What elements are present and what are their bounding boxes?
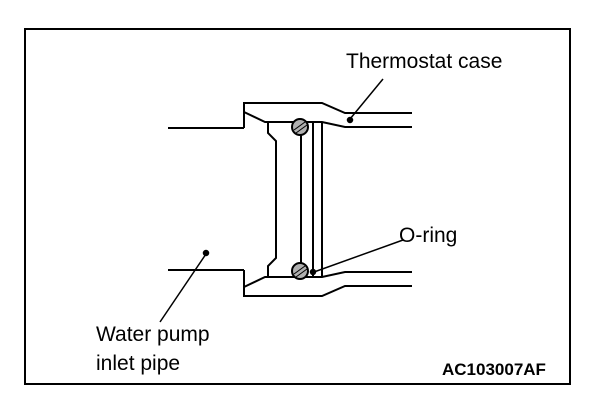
water-pump-label-line2: inlet pipe (96, 352, 181, 375)
o-ring-bottom (291, 262, 309, 280)
o-ring-label: O-ring (399, 224, 458, 247)
leader-o-ring (313, 239, 404, 273)
water-pump-label-line1: Water pump (96, 323, 210, 346)
o-ring-top (291, 118, 309, 136)
leader-thermostat-case (349, 78, 384, 120)
thermostat-case-outer-top (243, 102, 412, 128)
thermostat-case-inner-top (243, 111, 412, 128)
thermostat-case-inner-bottom (243, 271, 412, 288)
thermostat-case-outer-bottom (243, 270, 412, 297)
figure-frame (24, 28, 571, 385)
thermostat-case-label: Thermostat case (346, 50, 503, 73)
leader-water-pump-pipe (159, 253, 207, 323)
pipe-flange-outer (267, 122, 277, 277)
figure-code: AC103007AF (442, 360, 546, 379)
